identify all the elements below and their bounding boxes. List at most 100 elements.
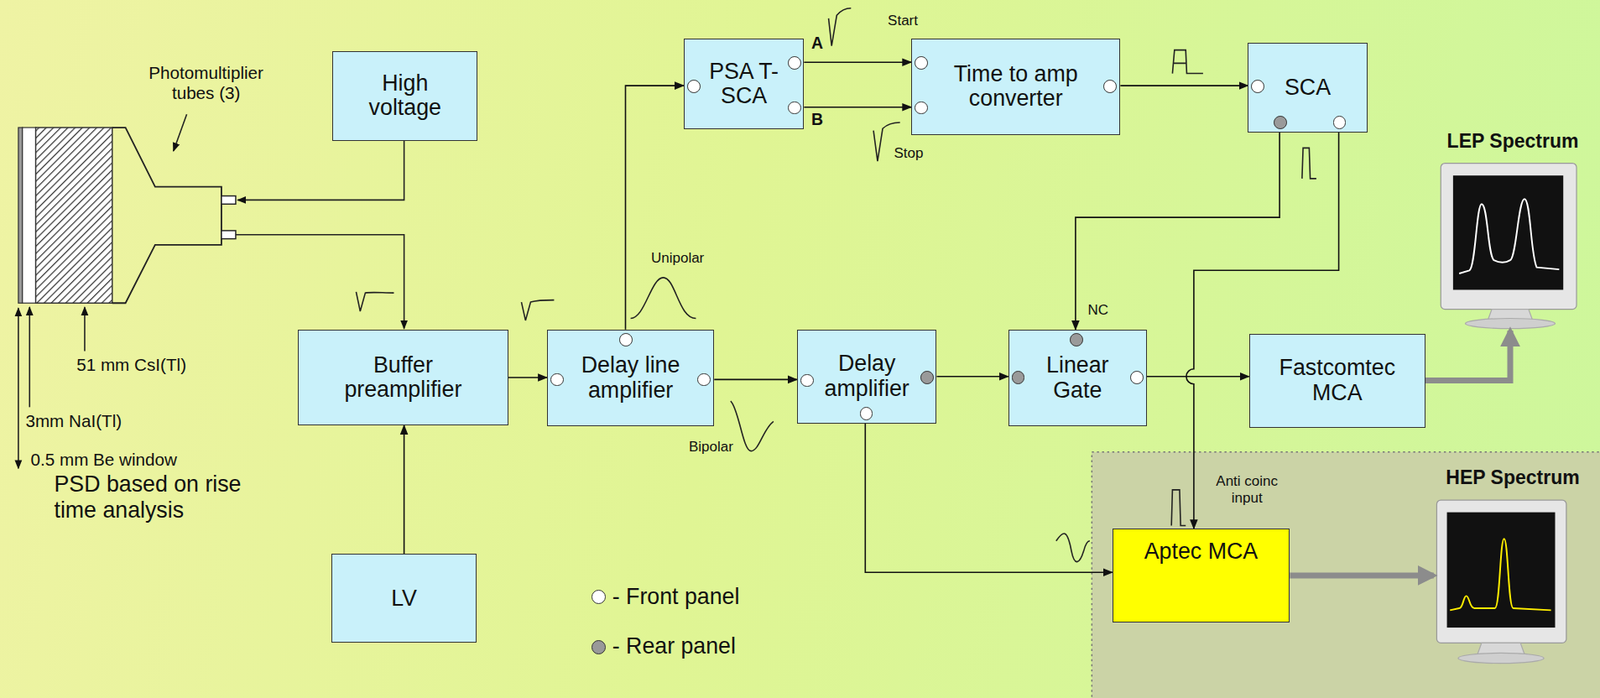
signal-label: Bipolar [688,438,734,456]
signal-label: Unipolar [651,250,704,267]
monitor-base [1458,652,1544,663]
output-arrow [1425,330,1511,381]
pulse-sketch [730,401,774,452]
signal-connector [625,85,684,330]
monitor-heading: HEP Spectrum [1445,467,1580,489]
module-label: Linear Gate [1026,353,1129,403]
module-box: High voltage [332,51,478,141]
signal-label: Anti coinc input [1206,473,1288,506]
port-connector [859,406,874,421]
connector-symbol [221,230,236,240]
pmt-outline [112,127,222,303]
pulse-sketch [521,300,554,321]
port-connector [1250,79,1265,94]
signal-connector [937,375,1009,378]
module-label: Delay amplifier [810,351,923,402]
port-connector [1011,370,1026,385]
monitor-base [1464,318,1555,329]
signal-connector [714,379,798,381]
signal-wire [235,234,405,329]
legend-text: - Rear panel [612,633,736,660]
hv-wire [237,140,404,201]
signal-label: Start [887,12,918,30]
spectrum-monitor: LEP Spectrum [1433,130,1593,331]
pulse-sketch [1172,50,1203,74]
signal-label: A [811,33,824,53]
module-label: Delay line amplifier [564,353,698,403]
spectrum-monitor: HEP Spectrum [1433,467,1593,667]
part-label: PSD based on rise time analysis [53,471,268,524]
pulse-sketches [355,8,1316,563]
module-label: Aptec MCA [1144,539,1259,564]
module-box: Time to amp converter [911,38,1121,135]
pulse-sketch [355,291,394,312]
port-connector [914,56,928,70]
csi-crystal [36,127,113,303]
module-label: Fastcomtec MCA [1261,355,1414,406]
monitor-frame [1436,500,1566,643]
module-box: Delay line amplifier [547,329,715,428]
signal-connector [803,61,912,63]
port-connector [800,374,814,388]
pulse-sketch [828,8,852,47]
module-box: Fastcomtec MCA [1249,333,1426,428]
signal-connector [403,425,406,554]
part-label: 3mm NaI(Tl) [25,411,122,432]
legend-swatch [591,589,606,605]
pulse-sketch [1056,533,1090,563]
legend-text: - Front panel [612,583,741,610]
port-connector [1333,115,1347,130]
signal-label: Stop [893,145,923,162]
port-connector [787,101,802,115]
module-label: PSA T-SCA [703,59,785,110]
monitor-heading: LEP Spectrum [1447,130,1580,152]
port-connector [914,101,928,115]
port-connector [619,333,633,347]
part-label: 51 mm CsI(Tl) [76,354,187,376]
legend-swatch [591,640,606,655]
port-connector [920,370,934,385]
module-box: Linear Gate [1008,329,1147,428]
module-box: Buffer preamplifier [297,329,509,426]
pulse-sketch [1302,147,1317,178]
port-connector [697,373,711,387]
monitor-frame [1440,163,1577,310]
module-box: PSA T-SCA [683,38,805,130]
module-label: LV [390,586,417,611]
module-label: High voltage [354,71,457,121]
monitor-screen [1453,175,1564,290]
monitor-screen [1447,512,1556,628]
hep-panel [1091,452,1600,698]
nai-crystal [22,127,37,303]
signal-connector [1146,375,1250,378]
module-box: SCA [1247,42,1367,133]
spectrum-curve [1449,538,1551,610]
leader-line [173,114,188,152]
connector-symbol [221,196,236,205]
output-arrow [1289,572,1434,579]
monitor-stand [1477,642,1525,654]
signal-label: NC [1087,302,1109,319]
pulse-sketch [630,277,697,319]
port-connector [550,373,564,387]
part-label: 0.5 mm Be window [30,449,178,470]
module-label: Buffer preamplifier [326,353,480,403]
port-connector [1130,370,1144,385]
signal-label: B [811,109,824,129]
monitor-illustration [1436,500,1566,664]
port-connector [1103,79,1117,94]
part-label: Photomultiplier tubes (3) [135,62,278,104]
port-connector [787,56,802,70]
port-connector [1273,115,1288,130]
signal-connector [803,106,912,109]
leader-line [83,307,86,351]
module-box: Delay amplifier [797,329,938,424]
signal-connector [1186,132,1340,529]
port-connector [687,79,701,94]
spectrum-curve [1459,198,1559,274]
module-box: LV [331,553,477,643]
leader-line [28,307,31,407]
pulse-sketch [1171,489,1186,527]
be-window [18,127,23,303]
module-box: Aptec MCA [1112,528,1291,623]
